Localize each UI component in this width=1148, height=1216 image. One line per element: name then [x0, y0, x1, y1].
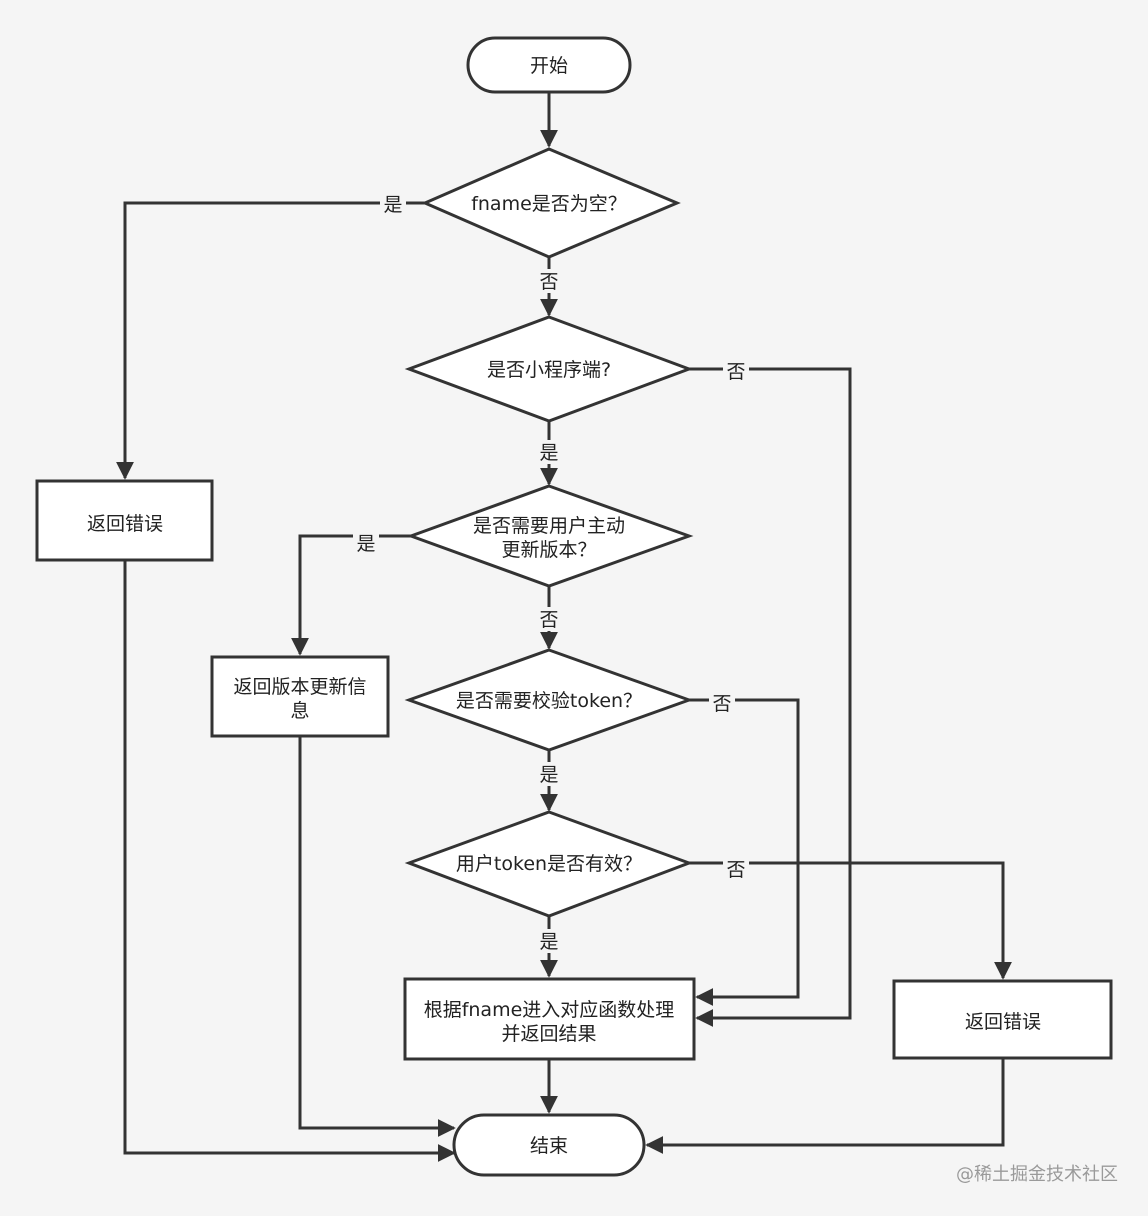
- decision-update-version: 是否需要用户主动 更新版本？: [406, 484, 694, 588]
- version-info-label-line1: 返回版本更新信: [233, 676, 366, 698]
- decision-need-token: 是否需要校验token？: [404, 648, 694, 752]
- edge-label-needtoken-yes: 是: [539, 764, 558, 786]
- watermark: @稀土掘金技术社区: [956, 1164, 1118, 1185]
- edge-label-tokenvalid-yes: 是: [539, 931, 558, 953]
- edge-label-update-no: 否: [539, 609, 558, 631]
- edge-label-miniprogram-no: 否: [726, 361, 745, 383]
- decision-token-valid-label: 用户token是否有效？: [456, 853, 642, 875]
- edge-error-right-to-end: [645, 1058, 1005, 1154]
- decision-fname-empty-label: fname是否为空？: [471, 193, 627, 215]
- decision-miniprogram: 是否小程序端?: [404, 315, 694, 423]
- edge-fname-yes-to-error: [116, 201, 425, 480]
- error-right-label: 返回错误: [965, 1011, 1041, 1033]
- edge-label-update-yes: 是: [356, 533, 375, 555]
- end-node: 结束: [452, 1113, 646, 1177]
- decision-fname-empty: fname是否为空？: [421, 147, 681, 259]
- edge-label-needtoken-no: 否: [712, 693, 731, 715]
- process-node: 根据fname进入对应函数处理 并返回结果: [403, 977, 696, 1061]
- start-node: 开始: [466, 36, 632, 94]
- decision-update-version-label-line1: 是否需要用户主动: [473, 515, 625, 537]
- error-node-left: 返回错误: [35, 479, 214, 562]
- process-label-line2: 并返回结果: [501, 1023, 596, 1045]
- error-left-label: 返回错误: [87, 513, 163, 535]
- edge-error-left-to-end: [123, 560, 456, 1162]
- version-info-node: 返回版本更新信 息: [210, 655, 390, 738]
- version-info-label-line2: 息: [290, 700, 309, 722]
- edge-version-info-to-end: [298, 736, 456, 1137]
- edge-miniprogram-no-to-process: [689, 367, 852, 1027]
- decision-miniprogram-label: 是否小程序端?: [487, 359, 611, 381]
- error-node-right: 返回错误: [892, 979, 1113, 1060]
- end-label: 结束: [530, 1135, 568, 1157]
- decision-need-token-label: 是否需要校验token？: [456, 690, 642, 712]
- edge-label-fname-no: 否: [539, 271, 558, 293]
- edge-label-miniprogram-yes: 是: [539, 442, 558, 464]
- start-label: 开始: [530, 55, 568, 77]
- edge-label-fname-yes: 是: [383, 194, 402, 216]
- decision-token-valid: 用户token是否有效？: [404, 810, 694, 918]
- edge-label-tokenvalid-no: 否: [726, 859, 745, 881]
- edge-tokenvalid-no-to-error: [689, 861, 1012, 980]
- decision-update-version-label-line2: 更新版本？: [501, 539, 596, 561]
- process-label-line1: 根据fname进入对应函数处理: [424, 999, 675, 1021]
- edge-needtoken-no-to-process: [689, 698, 800, 1006]
